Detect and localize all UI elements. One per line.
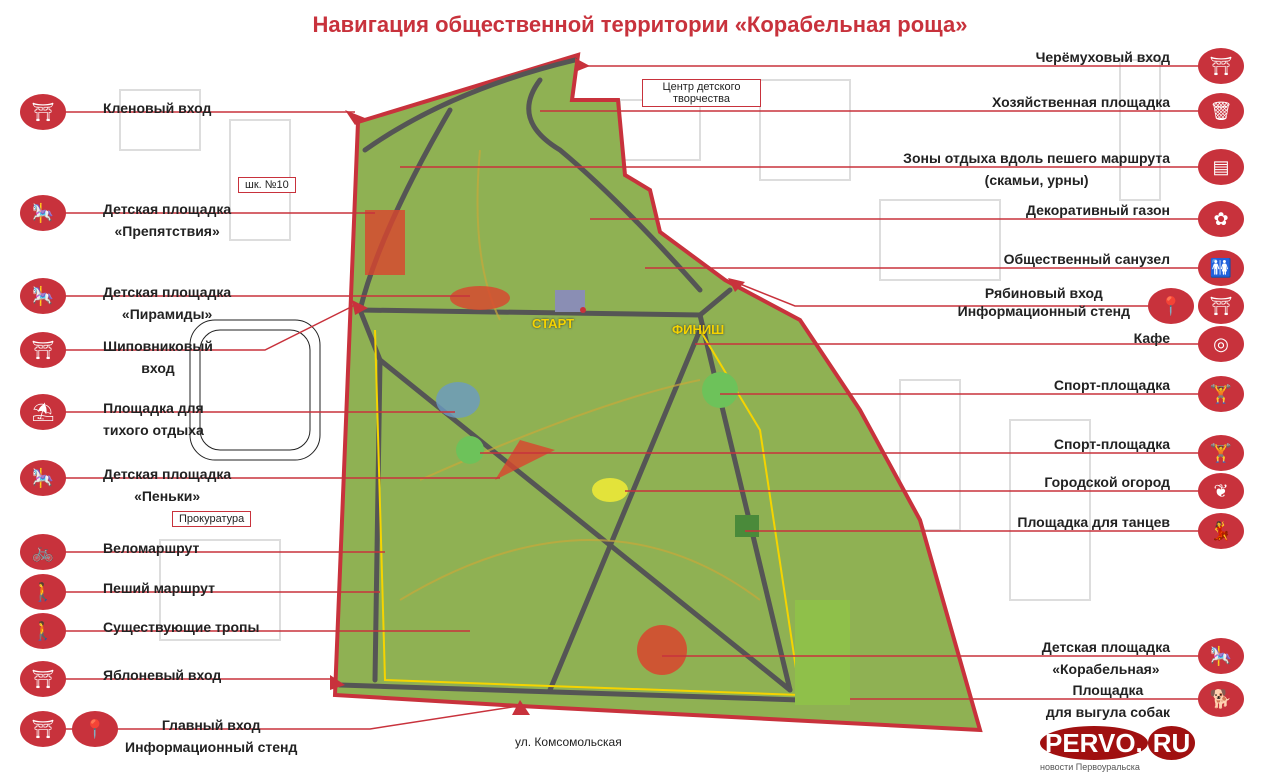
gate-icon: ⛩ (20, 332, 66, 368)
finish-label: ФИНИШ (672, 322, 725, 337)
walker-icon: 🚶 (20, 574, 66, 610)
right-legend-item: Общественный санузел (1003, 251, 1170, 267)
garden-icon: ❦ (1198, 473, 1244, 509)
location-pin-icon: 📍 (1148, 288, 1194, 324)
right-legend-item: Кафе (1133, 330, 1170, 346)
right-legend-item: Декоративный газон (1025, 202, 1170, 218)
toilet-icon: 🚻 (1198, 250, 1244, 286)
left-legend-item: Детская площадка«Препятствия» (103, 201, 232, 239)
right-legend-item: Спорт-площадка (1053, 377, 1170, 393)
right-legend-item: Городской огород (1044, 474, 1170, 490)
left-legend-item: Пеший маршрут (103, 580, 215, 596)
park-area (332, 52, 983, 733)
kids-center-label: Центр детского творчества (642, 79, 761, 107)
carousel-icon: 🎠 (20, 195, 66, 231)
right-legend-item: Черёмуховый вход (1035, 49, 1170, 65)
entrance-arrows (330, 58, 745, 715)
street-label: ул. Комсомольская (515, 735, 622, 749)
start-label: СТАРТ (532, 316, 575, 331)
carousel-icon: 🎠 (20, 278, 66, 314)
left-legend-item: Веломаршрут (103, 540, 200, 556)
left-legend-item: Кленовый вход (103, 100, 212, 116)
gate-icon: ⛩ (20, 711, 66, 747)
bicycle-icon: 🚲 (20, 534, 66, 570)
right-legend-item: Спорт-площадка (1053, 436, 1170, 452)
map-title: Навигация общественной территории «Кораб… (312, 12, 968, 37)
gate-icon: ⛩ (20, 94, 66, 130)
left-legend-item: Яблоневый вход (103, 667, 222, 683)
walker-icon: 🚶 (20, 613, 66, 649)
leader-lines (65, 65, 1200, 730)
right-legend-item: Площадка для танцев (1017, 514, 1170, 530)
plate-icon: ◎ (1198, 326, 1244, 362)
gate-icon: ⛩ (20, 661, 66, 697)
deck-chair-icon: ⛱ (20, 394, 66, 430)
left-legend-item: Детская площадка«Пеньки» (103, 466, 232, 504)
trash-icon: 🗑 (1198, 93, 1244, 129)
gate-icon: ⛩ (1198, 48, 1244, 84)
left-legend-item: Детская площадка«Пирамиды» (103, 284, 232, 322)
right-legend-item: Хозяйственная площадка (991, 94, 1170, 110)
surrounding-buildings (119, 59, 1161, 641)
dance-icon: 💃 (1198, 513, 1244, 549)
location-pin-icon: 📍 (72, 711, 118, 747)
watermark-suffix: RU (1147, 726, 1196, 760)
bench-icon: ▤ (1198, 149, 1244, 185)
flower-icon: ✿ (1198, 201, 1244, 237)
watermark-tagline: новости Первоуральска (1040, 762, 1140, 772)
gate-icon: ⛩ (1198, 288, 1244, 324)
carousel-icon: 🎠 (1198, 638, 1244, 674)
right-legend-item: Зоны отдыха вдоль пешего маршрута(скамьи… (903, 150, 1170, 188)
watermark-logo: PERVO.RU (1040, 726, 1196, 760)
stadium (189, 319, 321, 461)
school-label: шк. №10 (238, 177, 296, 193)
zones (365, 210, 850, 705)
exercise-icon: 🏋 (1198, 376, 1244, 412)
right-legend-item: Детская площадка«Корабельная» (1041, 639, 1170, 677)
left-legend-item: Существующие тропы (103, 619, 260, 635)
dog-icon: 🐕 (1198, 681, 1244, 717)
prosecutor-label: Прокуратура (172, 511, 252, 527)
carousel-icon: 🎠 (20, 460, 66, 496)
exercise-icon: 🏋 (1198, 435, 1244, 471)
